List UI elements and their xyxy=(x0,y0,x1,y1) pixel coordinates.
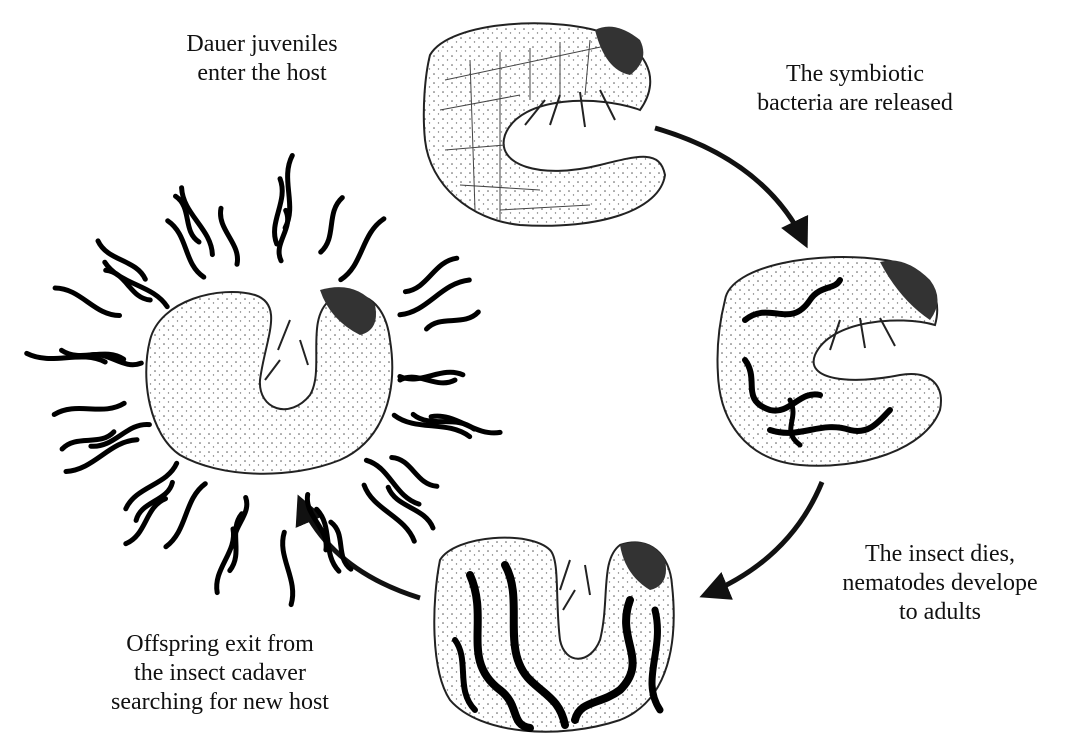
caption-line: to adults xyxy=(820,598,1060,627)
caption-insect-dies: The insect dies, nematodes develope to a… xyxy=(820,540,1060,627)
juvenile-nematode xyxy=(317,509,339,571)
juvenile-nematode xyxy=(217,529,234,593)
juvenile-nematode xyxy=(392,458,437,487)
caption-line: searching for new host xyxy=(70,688,370,717)
juvenile-nematode xyxy=(55,288,119,316)
exiting-juveniles xyxy=(27,156,500,605)
juvenile-nematode xyxy=(321,198,343,253)
larva-enter-illustration xyxy=(424,23,665,225)
caption-line: the insect cadaver xyxy=(70,659,370,688)
juvenile-nematode xyxy=(427,312,479,329)
caption-bacteria-released: The symbiotic bacteria are released xyxy=(730,60,980,118)
juvenile-nematode xyxy=(275,179,283,244)
juvenile-nematode xyxy=(62,432,114,449)
juvenile-nematode xyxy=(54,403,124,414)
larva-dies-illustration xyxy=(434,538,673,732)
juvenile-nematode xyxy=(279,210,288,260)
juvenile-nematode xyxy=(283,532,293,604)
caption-line: Offspring exit from xyxy=(70,630,370,659)
juvenile-nematode xyxy=(341,219,384,280)
larva-bacteria-illustration xyxy=(717,257,940,466)
caption-line: Dauer juveniles xyxy=(162,30,362,59)
arrow-bacteria-to-dies xyxy=(705,482,822,595)
caption-line: bacteria are released xyxy=(730,89,980,118)
juvenile-nematode xyxy=(136,482,172,520)
juvenile-nematode xyxy=(388,487,433,528)
caption-line: The symbiotic xyxy=(730,60,980,89)
juvenile-nematode xyxy=(166,484,205,547)
larva-exit-illustration xyxy=(146,287,392,474)
caption-line: enter the host xyxy=(162,59,362,88)
caption-line: The insect dies, xyxy=(820,540,1060,569)
juvenile-nematode xyxy=(400,280,469,315)
juvenile-nematode xyxy=(220,208,237,264)
caption-dauer-juveniles-enter: Dauer juveniles enter the host xyxy=(162,30,362,88)
juvenile-nematode xyxy=(168,221,204,277)
caption-line: nematodes develope xyxy=(820,569,1060,598)
arrow-enter-to-bacteria xyxy=(655,128,805,243)
caption-offspring-exit: Offspring exit from the insect cadaver s… xyxy=(70,630,370,717)
